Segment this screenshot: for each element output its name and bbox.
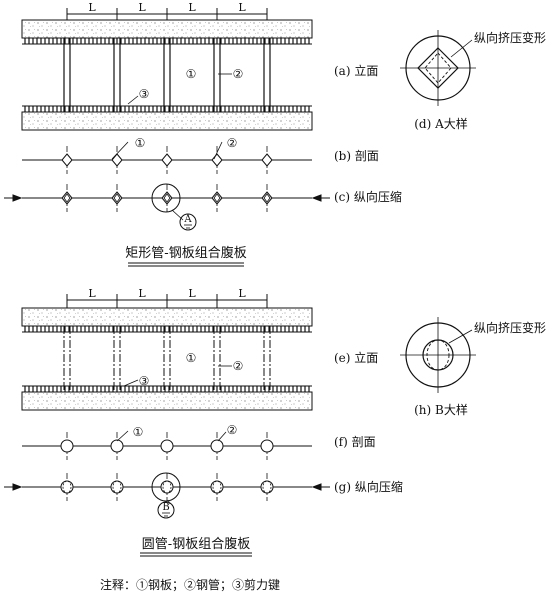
rect-tube-section (61, 153, 73, 167)
top-span-label-2: L (138, 1, 146, 14)
round-tube-section (210, 439, 224, 453)
bottom-section-label-tube: ② (227, 423, 238, 437)
rect-tube-deformed (113, 193, 121, 203)
round-tube-section (160, 439, 174, 453)
top-section-label-plate: ① (135, 136, 146, 150)
top-lower-slab (21, 111, 313, 131)
top-caption: 矩形管-钢板组合腹板 (125, 245, 246, 261)
bottom-detail-circle (151, 472, 181, 502)
top-view-a-label: (a) 立面 (334, 63, 378, 78)
top-detail-circle (151, 183, 181, 213)
bottom-diagram: L L L L ① ② ③ ① ② B (e) 立面 (4, 287, 546, 557)
top-detail-note: 纵向挤压变形 (474, 30, 546, 45)
top-detail-title: (d) A大样 (414, 116, 468, 131)
top-leader-key (127, 95, 139, 105)
bottom-compression (22, 473, 312, 501)
rect-tube-deformed (213, 193, 221, 203)
bottom-span-label-3: L (188, 287, 196, 300)
bottom-detail-b (400, 317, 476, 393)
bottom-section-label-plate: ① (133, 425, 144, 439)
rect-tube-section (211, 191, 223, 205)
top-detail-marker-circle (179, 213, 197, 231)
top-span-label-4: L (238, 1, 246, 14)
rect-tube-deformed (263, 193, 271, 203)
top-compression (22, 184, 312, 212)
rect-tube-section (161, 191, 173, 205)
top-shear-keys (24, 38, 310, 112)
bottom-detail-title: (h) B大样 (414, 402, 468, 417)
bottom-span-label-2: L (138, 287, 146, 300)
top-upper-slab (21, 19, 313, 39)
top-arrows (4, 194, 330, 202)
top-section-label-tube: ② (227, 136, 238, 150)
bottom-span-label-4: L (238, 287, 246, 300)
top-span-label-3: L (188, 1, 196, 14)
bottom-label-key: ③ (139, 374, 150, 388)
top-section-leader-2 (213, 141, 223, 160)
round-tube-deformed (162, 480, 172, 494)
bottom-detail-marker-circle (157, 501, 175, 519)
top-diagram: L L L L ① ② ③ ① ② (4, 1, 546, 267)
bottom-upper-slab (21, 307, 313, 327)
round-tube-section (260, 439, 274, 453)
bottom-view-e-label: (e) 立面 (334, 350, 378, 365)
top-view-b-label: (b) 剖面 (334, 149, 379, 163)
top-dimension (66, 8, 268, 22)
round-tube-deformed (112, 480, 122, 494)
bottom-label-tube: ② (233, 359, 244, 373)
rect-tube-section (161, 153, 173, 167)
bottom-detail-note: 纵向挤压变形 (474, 320, 546, 335)
rect-tube-deformed (63, 193, 71, 203)
round-tube-section (110, 439, 124, 453)
bottom-leader-key (123, 379, 139, 387)
top-view-c-label: (c) 纵向压缩 (334, 189, 402, 204)
round-tube-deformed (62, 480, 72, 494)
bottom-view-f-label: (f) 剖面 (334, 435, 376, 449)
round-tube-section (60, 439, 74, 453)
rect-tube-section (61, 191, 73, 205)
bottom-caption: 圆管-钢板组合腹板 (142, 536, 250, 552)
bottom-label-plate: ① (186, 351, 197, 365)
top-section (22, 146, 312, 174)
bottom-view-g-label: (g) 纵向压缩 (334, 479, 403, 494)
bottom-dimension (66, 294, 268, 308)
round-tube-deformed (212, 480, 222, 494)
rect-tube-section (111, 191, 123, 205)
top-label-tube: ② (233, 67, 244, 81)
bottom-shear-keys (24, 326, 310, 392)
rect-tube-section (261, 153, 273, 167)
top-rect-tubes (63, 38, 271, 112)
bottom-detail-marker: B (162, 502, 169, 513)
bottom-section-leader-1 (116, 430, 129, 442)
rect-tube-section (111, 153, 123, 167)
top-label-key: ③ (139, 87, 150, 101)
top-section-leader-1 (111, 141, 129, 160)
top-label-plate: ① (186, 67, 197, 81)
top-span-label-1: L (88, 1, 96, 14)
round-tube-deformed (262, 480, 272, 494)
bottom-section (22, 432, 312, 460)
bottom-round-tubes (63, 326, 271, 392)
rect-tube-section (261, 191, 273, 205)
bottom-arrows (4, 483, 330, 491)
top-detail-marker: A (183, 214, 192, 225)
bottom-section-leader-2 (217, 431, 227, 442)
top-detail-a (400, 30, 476, 106)
rect-tube-section (211, 153, 223, 167)
bottom-lower-slab (21, 391, 313, 411)
legend-note: 注释：①钢板；②钢管；③剪力键 (100, 577, 280, 592)
rect-tube-deformed (163, 193, 171, 203)
bottom-span-label-1: L (88, 287, 96, 300)
